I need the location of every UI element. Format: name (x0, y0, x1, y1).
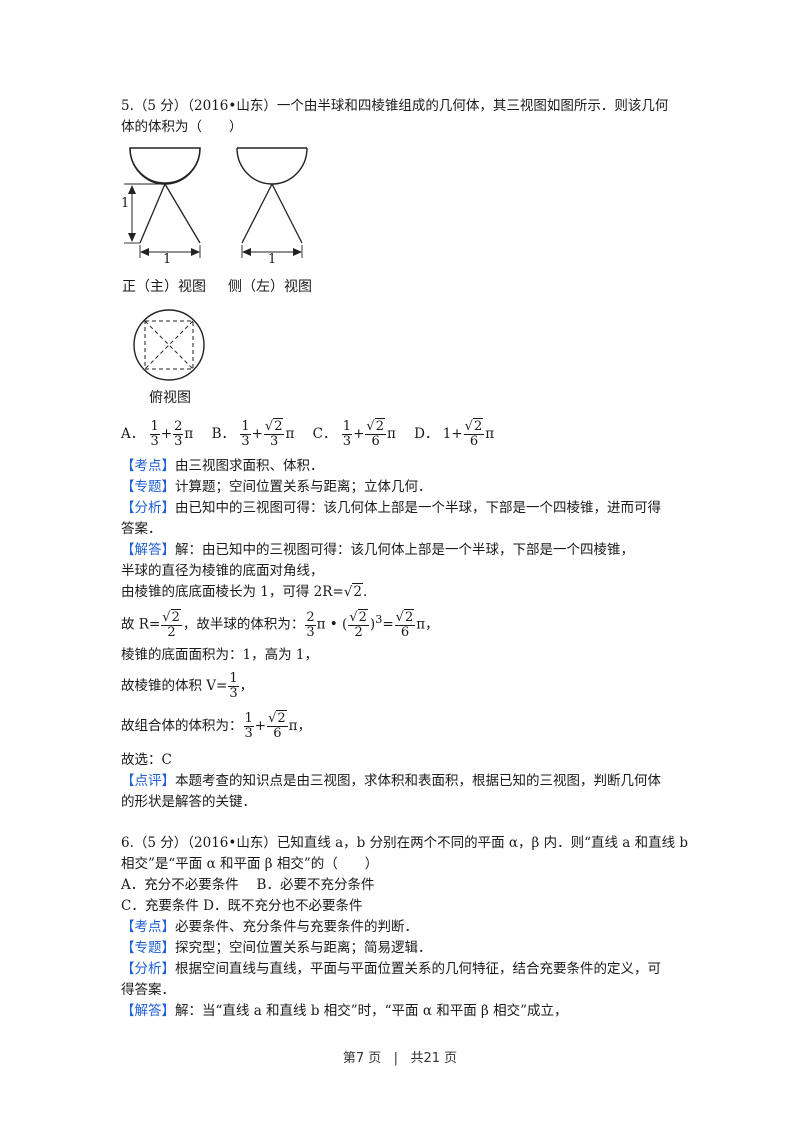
fenxi-tag: 【分析】 (121, 500, 175, 516)
q6-options-line2: C．充要条件 D．既不充分也不必要条件 (121, 898, 363, 914)
dianping-tag: 【点评】 (121, 773, 175, 789)
q5-fenxi-line2: 答案． (121, 521, 162, 537)
page-current: 第7 页 (342, 1051, 382, 1066)
q6-header-line2: 相交”是“平面 α 和平面 β 相交”的（ ） (121, 856, 379, 872)
q5-jieda-line5: 棱锥的底面面积为：1，高为 1， (121, 647, 318, 663)
q5-zhuanti: 【专题】计算题；空间位置关系与距离；立体几何． (121, 479, 432, 495)
page-separator: | (393, 1051, 399, 1066)
front-view-caption: 正（主）视图 (122, 279, 206, 295)
kaodian-tag: 【考点】 (121, 919, 175, 935)
top-view-figure (133, 309, 205, 381)
page-total: 共21 页 (410, 1051, 458, 1066)
q5-header-line2: 体的体积为（ ） (121, 119, 243, 135)
q5-jieda-line2: 半球的直径为棱锥的底面对角线， (121, 563, 324, 579)
jieda-tag: 【解答】 (121, 542, 175, 558)
front-view-figure (124, 147, 201, 258)
q5-fenxi: 【分析】由已知中的三视图可得：该几何体上部是一个半球，下部是一个四棱锥，进而可得 (121, 500, 661, 516)
page-footer: 第7 页 | 共21 页 (0, 1047, 800, 1066)
height-label: 1 (121, 196, 130, 211)
q6-kaodian: 【考点】必要条件、充分条件与充要条件的判断． (121, 919, 418, 935)
q5-jieda: 【解答】解：由已知中的三视图可得：该几何体上部是一个半球，下部是一个四棱锥， (121, 542, 634, 558)
fenxi-tag: 【分析】 (121, 961, 175, 977)
side-view-caption: 侧（左）视图 (228, 279, 312, 295)
front-base-label: 1 (163, 252, 172, 267)
q5-dianping-line2: 的形状是解答的关键． (121, 794, 256, 810)
q6-options-line1: A．充分不必要条件 B．必要不充分条件 (121, 877, 375, 893)
jieda-tag: 【解答】 (121, 1003, 175, 1019)
q5-jieda-line8: 故选：C (121, 752, 172, 768)
side-view-figure (236, 147, 308, 258)
top-view-caption: 俯视图 (149, 390, 191, 406)
q6-jieda: 【解答】解：当“直线 a 和直线 b 相交”时，“平面 α 和平面 β 相交”成… (121, 1003, 568, 1019)
q6-header-line1: 6.（5 分）（2016•山东）已知直线 a，b 分别在两个不同的平面 α，β … (121, 835, 689, 851)
zhuanti-tag: 【专题】 (121, 479, 175, 495)
q6-fenxi-line2: 得答案． (121, 982, 175, 998)
kaodian-tag: 【考点】 (121, 458, 175, 474)
zhuanti-tag: 【专题】 (121, 940, 175, 956)
q5-jieda-line3: 由棱锥的底底面棱长为 1，可得 2R=√2. (121, 583, 368, 600)
q5-header-line1: 5.（5 分）（2016•山东）一个由半球和四棱锥组成的几何体，其三视图如图所示… (121, 98, 669, 114)
q6-zhuanti: 【专题】探究型；空间位置关系与距离；简易逻辑． (121, 940, 432, 956)
side-base-label: 1 (268, 252, 277, 267)
q5-dianping: 【点评】本题考查的知识点是由三视图，求体积和表面积，根据已知的三视图，判断几何体 (121, 773, 661, 789)
q6-fenxi: 【分析】根据空间直线与直线，平面与平面位置关系的几何特征，结合充要条件的定义，可 (121, 961, 661, 977)
q5-kaodian: 【考点】由三视图求面积、体积． (121, 458, 324, 474)
